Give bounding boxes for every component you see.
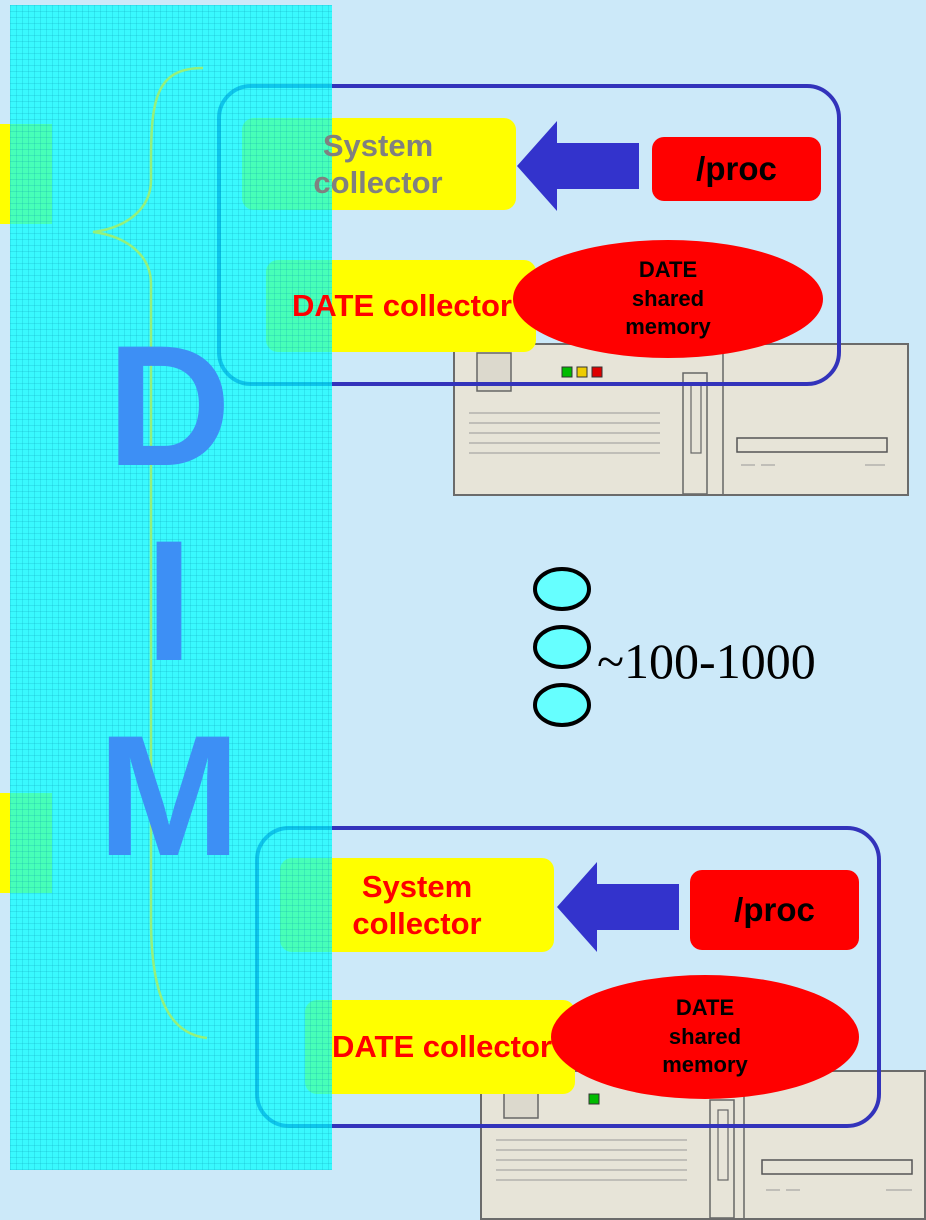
shared-memory-label: DATE shared memory	[625, 257, 711, 340]
system-collector-label: System collector	[352, 868, 482, 941]
brace-icon	[92, 66, 208, 1040]
shared-memory-oval: DATE shared memory	[513, 240, 823, 358]
arrow-left-icon	[557, 862, 679, 952]
node-count-label: ~100-1000	[597, 633, 816, 689]
dim-band	[10, 5, 332, 1170]
date-collector-label: DATE collector	[292, 288, 512, 324]
shared-memory-oval: DATE shared memory	[551, 975, 859, 1099]
ellipsis-dots-icon	[533, 567, 591, 727]
shared-memory-label: DATE shared memory	[662, 995, 748, 1078]
proc-box: /proc	[690, 870, 859, 950]
date-collector-box	[305, 1000, 575, 1094]
proc-label: /proc	[734, 891, 815, 928]
dim-letter-m: M	[97, 700, 241, 892]
dim-letter-d: D	[106, 310, 232, 502]
system-collector-label: System collector	[313, 127, 443, 200]
arrow-left-icon	[517, 121, 639, 211]
date-collector-label: DATE collector	[332, 1029, 552, 1065]
proc-label: /proc	[696, 150, 777, 187]
proc-box: /proc	[652, 137, 821, 201]
dim-letter-i: I	[145, 505, 193, 697]
